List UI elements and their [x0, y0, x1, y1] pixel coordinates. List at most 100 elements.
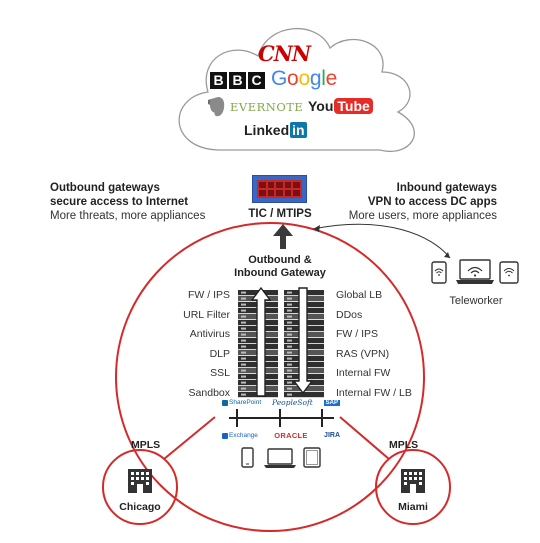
- bbc-block-c: C: [248, 72, 265, 89]
- left-stack-rack-led: [241, 309, 246, 312]
- bbc-block-b2: B: [229, 72, 246, 89]
- left-stack-rack-led: [241, 363, 246, 366]
- google-logo: Google: [271, 67, 337, 91]
- gateway-ring: [115, 222, 425, 532]
- left-appliance-list: FW / IPS URL Filter Antivirus DLP SSL Sa…: [160, 289, 230, 406]
- left-stack-rack-led: [241, 315, 246, 318]
- elephant-icon: [208, 97, 225, 117]
- left-stack-rack-led: [241, 393, 246, 396]
- right-stack-rack-led: [287, 339, 292, 342]
- sharepoint-logo: SharePoint: [222, 399, 261, 406]
- branch-label-chicago: Chicago: [119, 501, 161, 513]
- exchange-icon: [222, 432, 228, 439]
- mpls-link-right: [339, 416, 390, 460]
- appliance-stacks: [238, 286, 324, 398]
- right-stack-rack-led: [287, 303, 292, 306]
- gateway-title: Outbound & Inbound Gateway: [215, 254, 345, 280]
- gateway-title-line-2: Inbound Gateway: [234, 267, 326, 279]
- linkedin-in-badge: in: [290, 122, 307, 138]
- dc-apps-top: SharePoint PeopleSoft SAP: [222, 398, 340, 407]
- inbound-note: Inbound gateways VPN to access DC apps M…: [349, 181, 497, 223]
- uplink-arrow: [273, 224, 293, 249]
- tablet-wifi-icon: [499, 261, 519, 284]
- right-stack-rack-unit: [284, 392, 324, 398]
- evernote-logo: EVERNOTE: [207, 96, 303, 118]
- google-letter-5: l: [321, 67, 326, 90]
- right-stack-rack-led: [287, 321, 292, 324]
- left-appliance-dlp: DLP: [209, 347, 230, 360]
- right-stack-rack-led: [287, 393, 292, 396]
- inbound-note-title-2: VPN to access DC apps: [367, 196, 497, 208]
- left-appliance-fw-ips: FW / IPS: [188, 289, 230, 301]
- branch-label-miami: Miami: [398, 501, 428, 513]
- teleworker-label: Teleworker: [449, 295, 503, 307]
- outbound-note-subtitle: More threats, more appliances: [50, 210, 206, 222]
- right-stack-rack-led: [287, 381, 292, 384]
- inbound-note-title-1: Inbound gateways: [396, 182, 497, 194]
- right-stack-rack-led: [287, 327, 292, 330]
- tic-label: TIC / MTIPS: [248, 208, 312, 220]
- left-stack-rack-led: [241, 387, 246, 390]
- right-appliance-list: Global LB DDos FW / IPS RAS (VPN) Intern…: [336, 289, 446, 406]
- left-stack-rack-led: [241, 303, 246, 306]
- right-stack-rack-led: [287, 351, 292, 354]
- cloud-shape: [178, 27, 415, 152]
- chicago-building-icon: [128, 469, 152, 493]
- gateway-title-line-1: Outbound &: [248, 254, 312, 266]
- left-stack-rack-led: [241, 369, 246, 372]
- miami-ring: [375, 449, 451, 525]
- jira-logo: JIRA: [324, 432, 340, 439]
- bbc-logo: B B C: [210, 72, 265, 89]
- outbound-note-title-1: Outbound gateways: [50, 182, 160, 194]
- user-devices: [241, 447, 321, 468]
- tic-device-panel: [257, 180, 302, 198]
- left-appliance-sandbox: Sandbox: [188, 386, 230, 399]
- mpls-link-left: [163, 416, 216, 460]
- exchange-logo: Exchange: [222, 432, 258, 439]
- right-appliance-ddos: DDos: [336, 308, 363, 321]
- google-letter-3: o: [298, 67, 310, 90]
- outbound-note: Outbound gateways secure access to Inter…: [50, 181, 205, 223]
- left-stack-rack-led: [241, 327, 246, 330]
- linkedin-text: Linked: [244, 122, 290, 138]
- left-stack-rack-led: [241, 357, 246, 360]
- right-appliance-ras-vpn: RAS (VPN): [336, 347, 390, 360]
- google-letter-6: e: [325, 67, 338, 90]
- evernote-wordmark: EVERNOTE: [230, 100, 304, 114]
- right-stack-rack-led: [287, 309, 292, 312]
- mpls-label-right: MPLS: [389, 439, 419, 451]
- youtube-tube-badge: Tube: [334, 98, 373, 114]
- right-appliance-internal-fw-lb: Internal FW / LB: [336, 386, 412, 399]
- google-letter-4: g: [309, 67, 322, 90]
- left-stack-rack-led: [241, 297, 246, 300]
- left-appliance-ssl: SSL: [210, 367, 230, 379]
- left-stack-rack-led: [241, 321, 246, 324]
- miami-building-icon: [401, 469, 425, 493]
- right-stack-rack-led: [287, 357, 292, 360]
- google-letter-1: G: [271, 67, 288, 90]
- right-stack-rack-led: [287, 297, 292, 300]
- outbound-flow-arrow: [250, 286, 272, 397]
- right-stack-rack-led: [287, 291, 292, 294]
- teleworker-arrow: [312, 223, 451, 259]
- right-stack-rack-led: [287, 315, 292, 318]
- dc-apps-bottom: Exchange ORACLE JIRA: [222, 431, 340, 440]
- tic-device: [252, 175, 307, 203]
- linkedin-logo: Linked in: [244, 122, 307, 138]
- left-appliance-antivirus: Antivirus: [189, 328, 230, 340]
- peoplesoft-logo: PeopleSoft: [272, 398, 313, 407]
- teleworker-devices: [431, 259, 519, 284]
- left-stack-rack-led: [241, 351, 246, 354]
- left-stack-rack-led: [241, 345, 246, 348]
- oracle-logo: ORACLE: [274, 431, 308, 440]
- right-stack-rack-led: [287, 333, 292, 336]
- laptop-icon: [264, 448, 296, 468]
- right-stack-rack-led: [287, 387, 292, 390]
- left-stack-rack-led: [241, 339, 246, 342]
- inbound-note-subtitle: More users, more appliances: [348, 210, 497, 222]
- right-appliance-internal-fw: Internal FW: [336, 367, 391, 379]
- outbound-note-title-2: secure access to Internet: [50, 196, 189, 208]
- teleworker-arrowhead-a: [313, 225, 320, 232]
- left-appliance-url-filter: URL Filter: [183, 308, 230, 321]
